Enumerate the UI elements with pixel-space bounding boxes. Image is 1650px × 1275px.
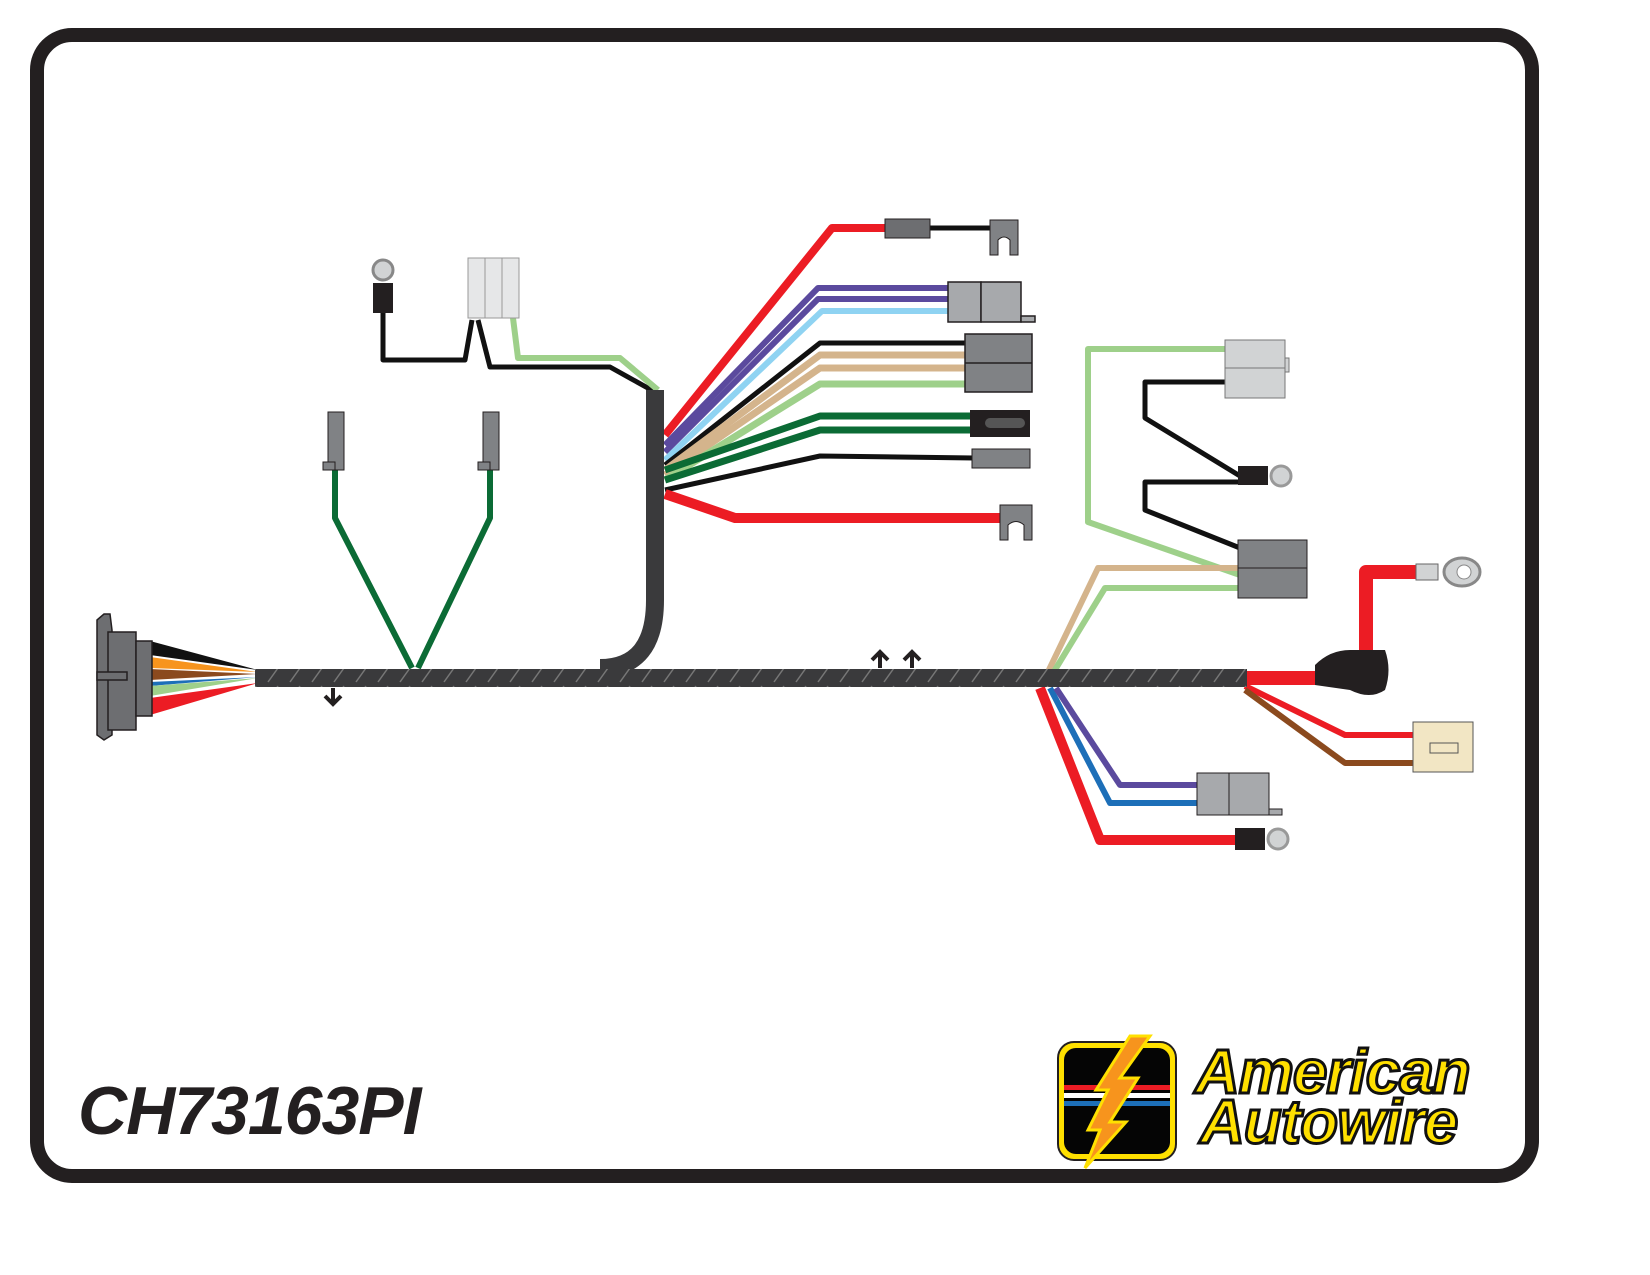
wire-light-green-2 — [510, 317, 660, 393]
wire-brown-cream — [1243, 687, 1415, 766]
arrow-down-icon — [323, 688, 343, 707]
connector-2pin-lower — [1196, 772, 1283, 816]
connector-black-wire — [971, 448, 1031, 469]
wire-red-top — [661, 224, 885, 438]
wire-purple-2 — [662, 296, 950, 455]
spade-terminal-top — [989, 219, 1019, 256]
wire-black-3 — [664, 453, 975, 493]
wire-light-blue — [662, 308, 950, 463]
wire-dark-green-v-left — [332, 468, 415, 670]
wire-red-ring — [1359, 565, 1420, 650]
connector-4pin — [964, 333, 1033, 393]
connector-2pin-purple — [947, 281, 1036, 323]
connector-white-3pin — [467, 257, 520, 319]
brand-logo-badge — [1057, 1034, 1177, 1169]
arrow-up-icon — [902, 649, 922, 668]
ground-sleeve — [373, 283, 393, 313]
brand-name-line2: Autowire — [1198, 1088, 1459, 1157]
wire-light-green-1 — [663, 380, 967, 483]
wire-tan-1 — [662, 351, 967, 473]
wire-black-right-1 — [1142, 379, 1242, 479]
connector-white-right — [1224, 339, 1290, 399]
wire-black-2 — [663, 340, 967, 467]
ring-terminal-ground — [371, 258, 395, 282]
left-wire-fan — [150, 641, 258, 715]
grommet — [1315, 650, 1389, 695]
wire-tan-2 — [663, 364, 967, 478]
wire-red-cream — [1243, 683, 1415, 738]
spade-terminal-red — [999, 504, 1033, 541]
wire-light-green-right — [1047, 585, 1240, 680]
black-sleeve-mid — [1238, 466, 1268, 485]
loom-vertical — [599, 390, 664, 677]
arrow-up-icon — [870, 649, 890, 668]
wire-tan-right — [1042, 565, 1240, 680]
connector-green — [970, 410, 1030, 437]
wire-dark-green-2 — [663, 426, 972, 484]
brand-name-line1: American — [1194, 1038, 1473, 1107]
wire-light-green-loop — [1085, 346, 1241, 578]
wire-purple-1 — [662, 285, 950, 448]
black-sleeve-lower — [1235, 828, 1265, 850]
wire-red-lower — [1035, 686, 1236, 845]
wire-dark-green-v-right — [415, 468, 493, 670]
connector-green-left — [322, 411, 345, 471]
connector-green-right — [477, 411, 500, 471]
connector-cream — [1412, 721, 1474, 773]
ring-terminal-lower — [1266, 827, 1290, 851]
wire-purple-lower — [1053, 686, 1198, 788]
fuse-sleeve — [884, 218, 931, 239]
wire-black-right-2 — [1142, 479, 1241, 551]
connector-gray-right — [1237, 539, 1308, 599]
frame-border — [30, 28, 1539, 1183]
loom-main-trunk — [255, 669, 1247, 687]
wire-black-ground — [380, 312, 657, 395]
wire-blue-lower — [1047, 686, 1198, 806]
ring-terminal-mid — [1269, 464, 1293, 488]
main-connector — [96, 613, 153, 741]
part-number: CH73163PI — [78, 1073, 422, 1149]
wire-dark-green-1 — [663, 412, 972, 474]
ring-terminal-battery — [1415, 556, 1482, 588]
wire-red-2 — [663, 489, 1002, 523]
